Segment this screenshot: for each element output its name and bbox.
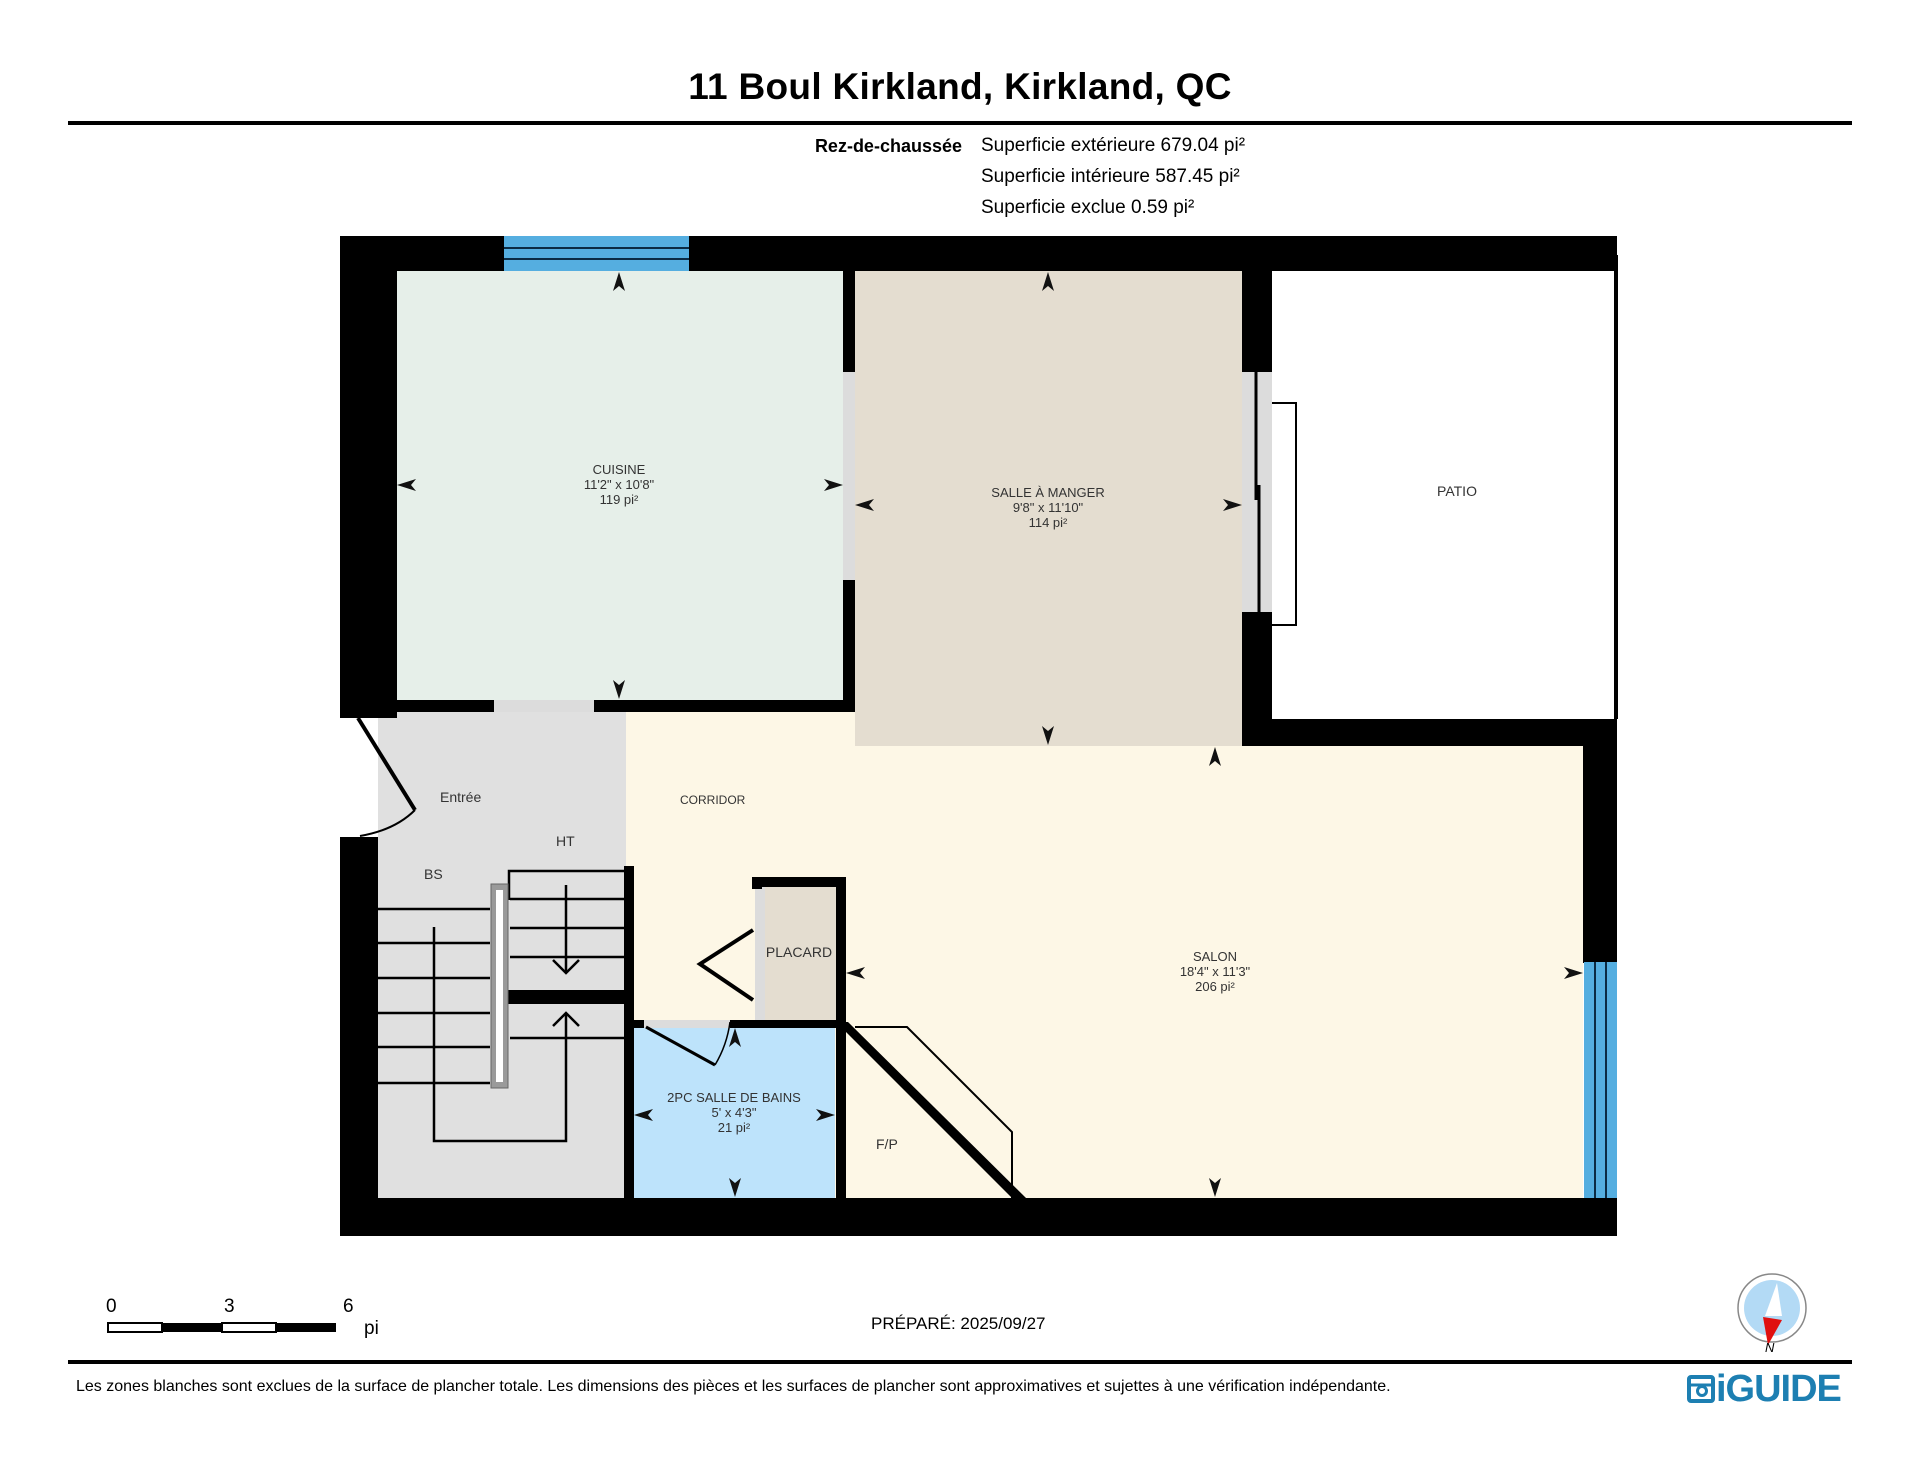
salle-de-bains-label: 2PC SALLE DE BAINS 5' x 4'3" 21 pi² [667,1090,801,1135]
exterior-area: Superficie extérieure 679.04 pi² [981,135,1246,156]
window-top [504,236,689,271]
scale-unit: pi [364,1318,379,1339]
room-cuisine [397,271,843,700]
stairs [378,869,625,1143]
room-salle-de-bains [634,1028,835,1198]
iguide-logo: iGUIDE [1716,1368,1842,1410]
interior-area: Superficie intérieure 587.45 pi² [981,166,1240,187]
scale-tick-6: 6 [343,1296,354,1317]
patio-sliding-door [1254,372,1297,626]
scale-bar [107,1322,336,1333]
prepared-date: PRÉPARÉ: 2025/09/27 [871,1314,1046,1333]
dimension-arrows [397,272,1583,1197]
disclaimer: Les zones blanches sont exclues de la su… [76,1378,1391,1395]
scale-tick-0: 0 [106,1296,117,1317]
fireplace-wall [836,1022,1026,1198]
salle-a-manger-label: SALLE À MANGER 9'8" x 11'10" 114 pi² [991,485,1105,530]
salon-label: SALON 18'4" x 11'3" 206 pi² [1179,949,1251,994]
fp-label: F/P [876,1136,898,1152]
compass-north-label: N [1765,1340,1775,1355]
compass-icon [1737,1273,1807,1345]
cuisine-label: CUISINE 11'2" x 10'8" 119 pi² [583,462,655,507]
patio-label: PATIO [1437,483,1477,499]
entry-door [356,716,417,837]
room-placard [755,887,836,1020]
scale-tick-3: 3 [224,1296,235,1317]
bs-label: BS [424,866,443,882]
room-salle-a-manger [855,271,1242,746]
window-right [1584,962,1617,1198]
footer-rule [68,1360,1852,1364]
page-title: 11 Boul Kirkland, Kirkland, QC [688,66,1232,107]
bath-door [645,1021,731,1067]
walls [340,236,1618,1236]
placard-label: PLACARD [765,944,833,960]
entree-label: Entrée [440,789,482,805]
room-patio [1272,268,1615,719]
fireplace-outline [855,1026,1013,1198]
placard-door [696,928,755,1002]
ht-label: HT [556,833,575,849]
corridor-fill [626,712,855,746]
corridor-label: CORRIDOR [680,793,746,807]
header-rule [68,121,1852,125]
excluded-area: Superficie exclue 0.59 pi² [981,197,1195,218]
iguide-logo-icon [1687,1375,1715,1403]
floor-label: Rez-de-chaussée [814,136,962,156]
